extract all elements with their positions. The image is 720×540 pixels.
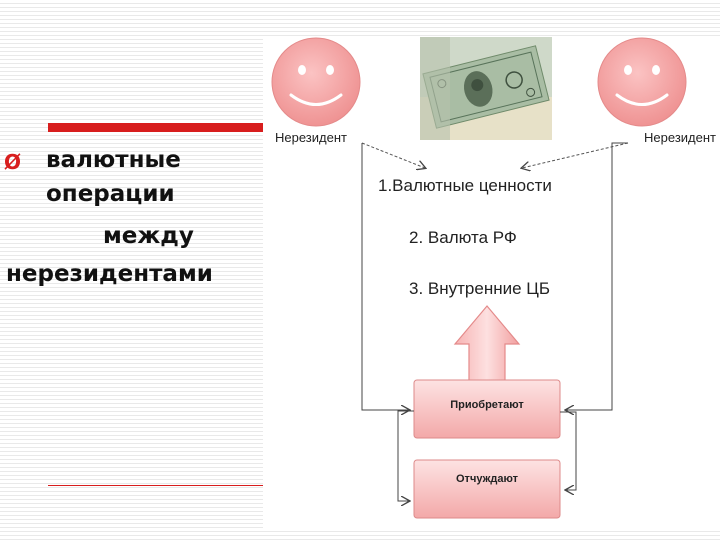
smiley-face-icon [271, 37, 361, 127]
right-party-label: Нерезидент [644, 130, 716, 145]
buy-action-label: Приобретают [450, 399, 524, 411]
footer-accent-line [48, 485, 268, 486]
asset-item-2: 2. Валюта РФ [409, 228, 517, 247]
sell-action-label: Отчуждают [456, 473, 519, 485]
bullet-line-2: операции [46, 181, 175, 207]
asset-item-3: 3. Внутренние ЦБ [409, 279, 550, 298]
left-party-label: Нерезидент [275, 130, 347, 145]
bullet-arrow-icon: Ø [4, 150, 22, 174]
bullet-line-4: нерезидентами [6, 261, 213, 287]
buy-action-box [413, 379, 561, 439]
dollar-banknote-photo [420, 37, 552, 140]
bullet-line-3: между [103, 223, 194, 249]
bullet-line-1: валютные [46, 147, 181, 173]
smiley-face-icon [597, 37, 687, 127]
sell-action-box [413, 459, 561, 519]
asset-item-1: 1.Валютные ценности [378, 176, 552, 195]
title-accent-bar [48, 123, 270, 132]
up-arrow-icon [453, 305, 521, 389]
